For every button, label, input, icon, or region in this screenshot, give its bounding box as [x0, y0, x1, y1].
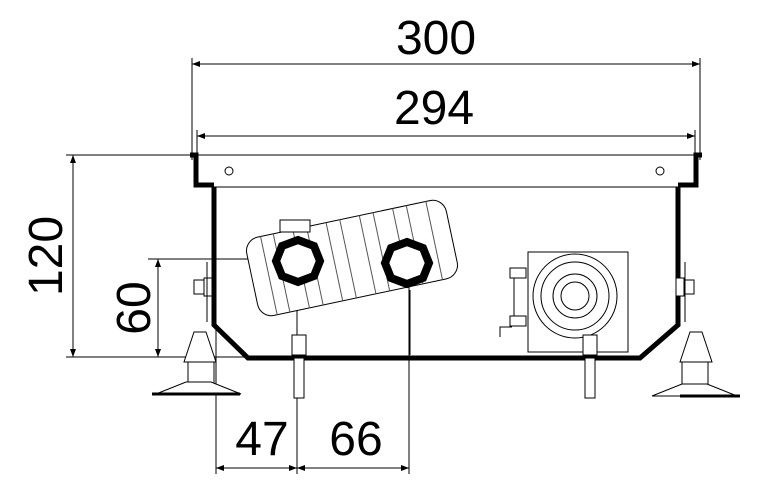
trough-body [211, 187, 681, 361]
dimension-300: 300 [396, 12, 476, 65]
dimension-294: 294 [394, 82, 474, 135]
dimension-120: 120 [20, 216, 73, 296]
vent-valve [279, 219, 311, 233]
fan-motor [499, 251, 629, 353]
dimension-47: 47 [235, 413, 288, 466]
top-frame [190, 152, 702, 188]
pipe-nut-left [271, 235, 325, 287]
leveling-screws [152, 331, 740, 399]
dimension-60: 60 [108, 281, 161, 334]
side-bolts [193, 262, 695, 322]
pipe-nut-right [380, 237, 434, 289]
dimension-66: 66 [329, 413, 382, 466]
